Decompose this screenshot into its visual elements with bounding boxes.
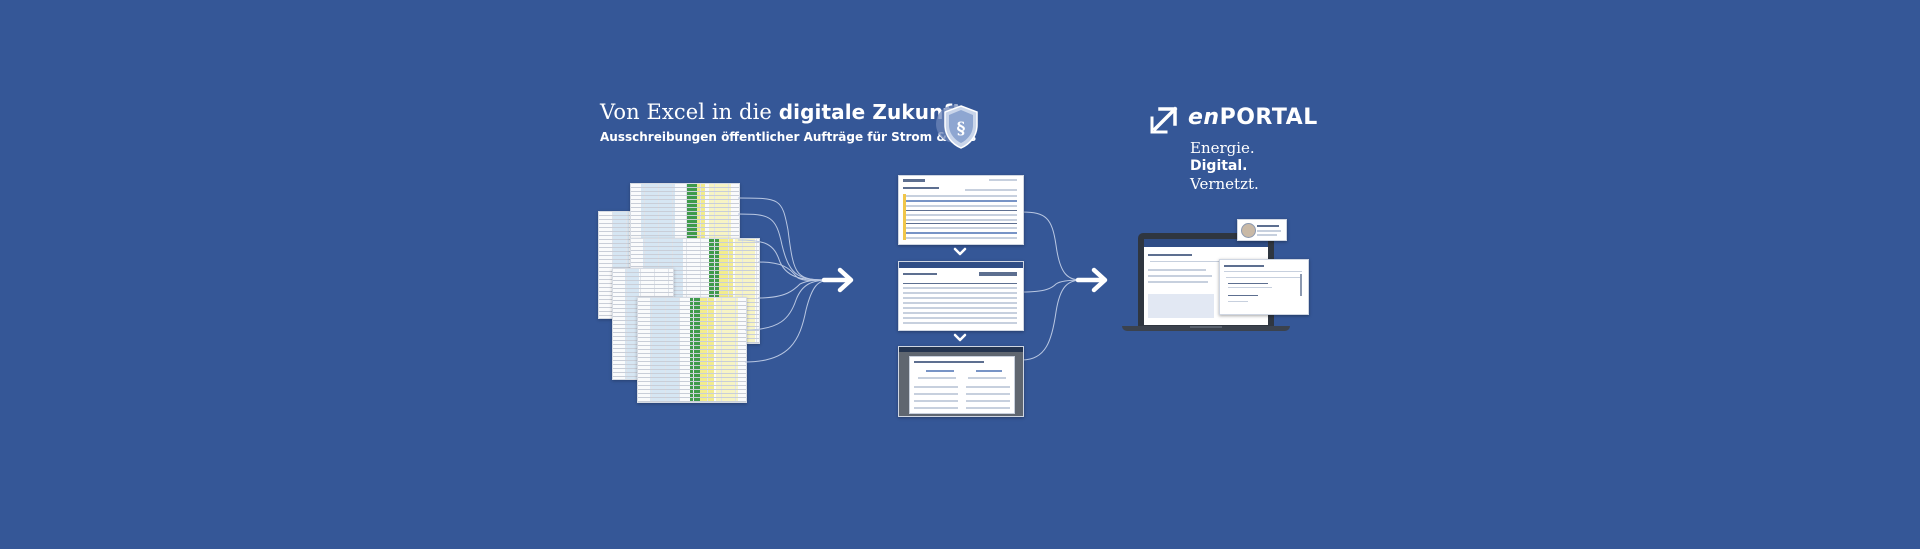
headline-light: Von Excel in die — [600, 100, 779, 124]
arrow-up-right-icon — [1150, 106, 1178, 134]
tagline-line-2: Digital. — [1190, 158, 1248, 174]
brand-name-suffix: PORTAL — [1219, 105, 1318, 130]
portal-screenshot-overview — [898, 175, 1024, 245]
tagline-line-1: Energie. — [1190, 139, 1255, 157]
detail-panel-card — [1219, 259, 1309, 315]
brand-tagline: Energie. Digital. Vernetzt. — [1190, 139, 1259, 193]
portal-screenshot-table — [898, 261, 1024, 331]
brand-logo: enPORTAL — [1188, 105, 1318, 130]
laptop-base — [1122, 326, 1290, 331]
tagline-line-3: Vernetzt. — [1190, 175, 1259, 193]
arrow-right-icon — [1075, 267, 1108, 293]
excel-sheet — [630, 183, 740, 239]
laptop-notch — [1190, 326, 1222, 328]
brand-name-prefix: en — [1188, 105, 1220, 130]
excel-sheet — [637, 297, 747, 403]
headline: Von Excel in die digitale Zukunft — [600, 100, 962, 124]
arrow-right-icon — [821, 267, 854, 293]
contact-card — [1237, 219, 1287, 241]
portal-screenshot-modal — [898, 346, 1024, 417]
paragraph-shield-icon: § — [936, 105, 978, 149]
chevron-down-icon — [953, 247, 967, 256]
chevron-down-icon — [953, 333, 967, 342]
subheadline: Ausschreibungen öffentlicher Aufträge fü… — [600, 130, 977, 144]
headline-bold: digitale Zukunft — [778, 100, 962, 124]
svg-text:§: § — [957, 119, 966, 139]
